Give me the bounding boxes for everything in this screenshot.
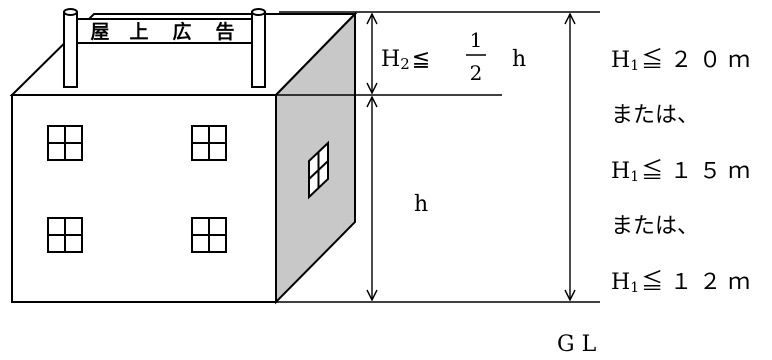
ground-level-label: G L [557,332,597,357]
window [191,125,227,161]
sign-post-left [63,11,78,88]
window [191,217,227,253]
h1-limit-12: ≦ １ ２ ｍ [641,270,750,295]
h1-lhs: H [611,159,630,184]
h2-variable: h [512,47,526,72]
sign-post-right [251,11,266,88]
reference-lines [276,11,600,303]
window [47,217,83,253]
sign-char: 上 [129,21,148,43]
sign-char: 告 [215,20,234,43]
sign-char: 広 [172,20,191,43]
or-text: または、 [611,103,699,128]
h1-lhs: H [611,270,630,295]
fraction-numerator: 1 [470,28,483,52]
h2-relation: ≦ [412,47,430,72]
sign-char: 屋 [90,21,109,43]
h-label: h [414,192,428,217]
h1-limit-20: ≦ ２ ０ ｍ [641,48,750,73]
h1-limit-15: ≦ １ ５ ｍ [641,159,750,184]
rooftop-sign: 屋 上 広 告 [63,8,266,88]
h2-subscript: 2 [400,55,410,73]
svg-text:H1≦ １ ２ ｍ: H1≦ １ ２ ｍ [611,270,750,296]
h1-conditions: H1≦ ２ ０ ｍ または、 H1≦ １ ５ ｍ または、 H1≦ １ ２ ｍ [611,48,750,296]
svg-text:H1≦ １ ５ ｍ: H1≦ １ ５ ｍ [611,159,750,185]
h1-lhs: H [611,48,630,73]
svg-text:H1≦ ２ ０ ｍ: H1≦ ２ ０ ｍ [611,48,750,74]
svg-text:H2≦: H2≦ [381,47,430,73]
h1-subscript: 1 [630,280,639,296]
h1-subscript: 1 [630,169,639,185]
h2-formula: H2≦ 1 2 h [381,28,526,85]
side-window [308,140,329,200]
h1-subscript: 1 [630,58,639,74]
h2-lhs: H [381,47,400,72]
or-text: または、 [611,214,699,239]
front-windows [47,125,227,253]
window [47,125,83,161]
dimension-arrows [372,14,570,300]
fraction-denominator: 2 [470,61,483,85]
